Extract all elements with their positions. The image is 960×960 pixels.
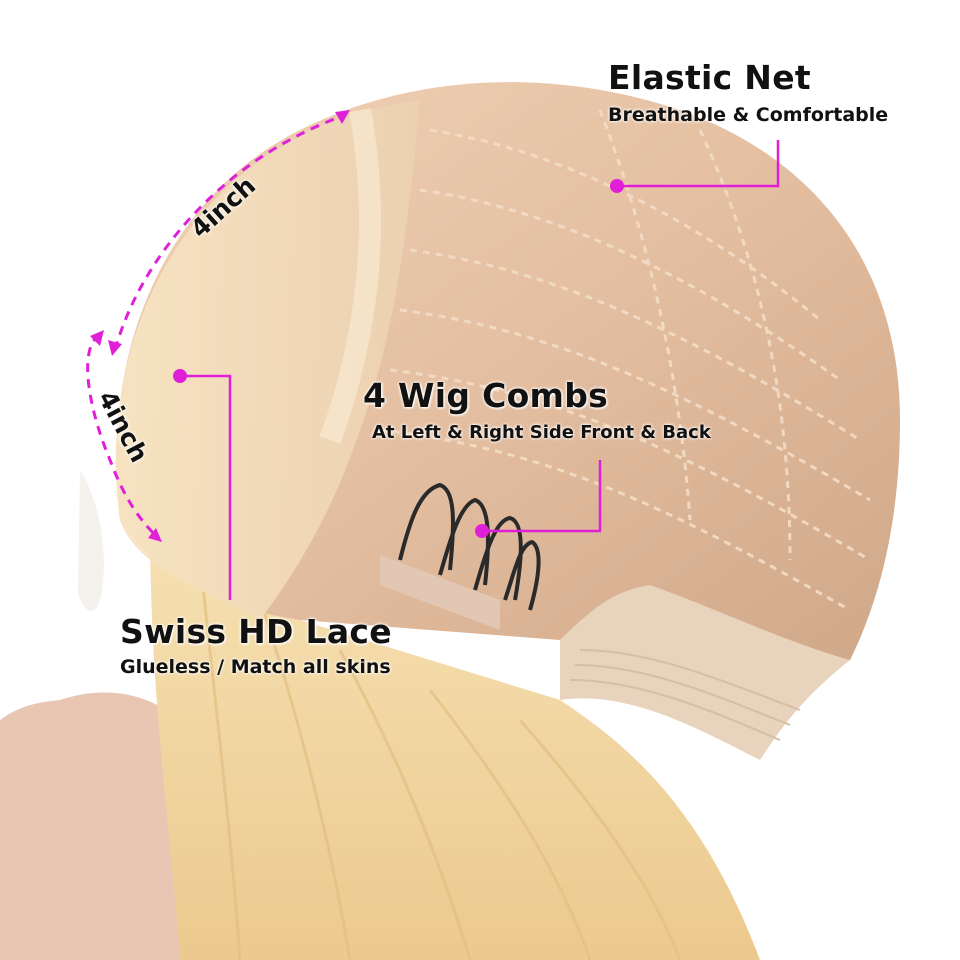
wig-comb <box>398 483 541 611</box>
hair <box>150 520 760 960</box>
measure-arrow-side <box>86 333 160 540</box>
leader-elastic-net <box>617 140 780 188</box>
dot-wig-combs <box>475 524 489 538</box>
elastic-band <box>560 585 850 760</box>
measure-arrow-top <box>113 113 346 351</box>
leader-wig-combs <box>482 460 602 533</box>
wig-combs-title: 4 Wig Combs <box>363 376 609 415</box>
swiss-lace-subtitle: Glueless / Match all skins <box>120 656 391 678</box>
dot-elastic-net <box>610 179 624 193</box>
elastic-net-title: Elastic Net <box>608 58 811 97</box>
leader-swiss-lace <box>180 374 232 600</box>
dot-swiss-lace <box>173 369 187 383</box>
elastic-net-subtitle: Breathable & Comfortable <box>608 104 889 126</box>
wig-combs-subtitle: At Left & Right Side Front & Back <box>372 422 711 443</box>
lace-front <box>115 100 420 620</box>
swiss-lace-title: Swiss HD Lace <box>120 612 392 651</box>
